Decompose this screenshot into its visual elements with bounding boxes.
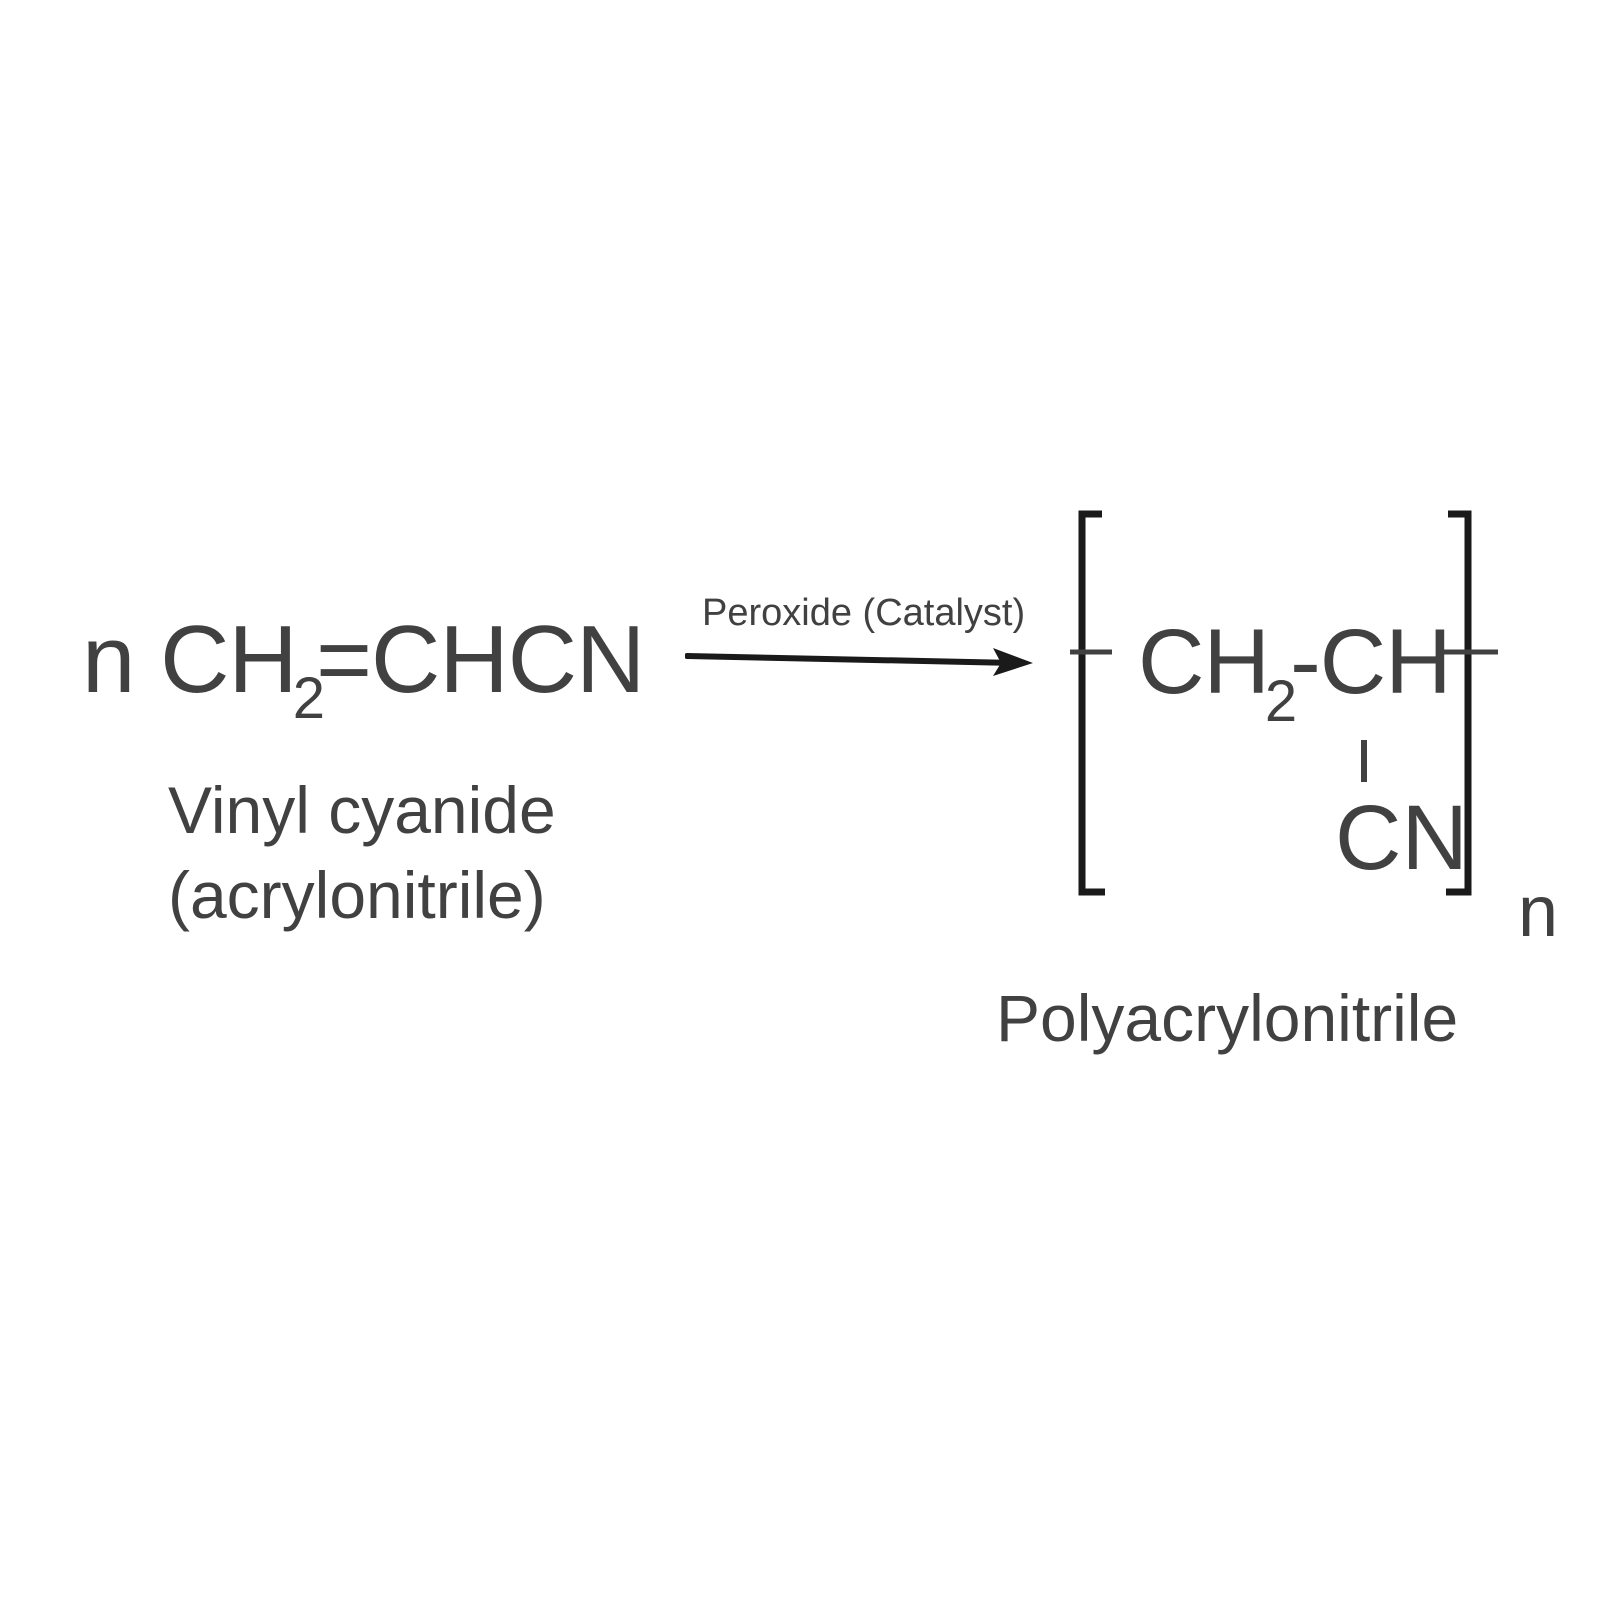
chain-bonds <box>1070 649 1498 655</box>
product-formula-subscript: 2 <box>1264 669 1297 734</box>
substituent-bond <box>1361 740 1367 782</box>
product-formula-part1: CH <box>1138 611 1270 713</box>
product-name: Polyacrylonitrile <box>996 981 1459 1055</box>
reactant-name: Vinyl cyanide (acrylonitrile) <box>168 768 556 938</box>
reactant-formula-part1: CH <box>160 606 298 713</box>
reaction-arrow <box>685 648 1033 676</box>
right-bracket <box>1446 510 1472 896</box>
repeat-unit-brackets <box>1078 510 1472 896</box>
reactant-name-line1: Vinyl cyanide <box>168 773 556 847</box>
repeat-subscript: n <box>1518 872 1559 952</box>
product-substituent: CN <box>1335 787 1468 889</box>
reaction-condition: Peroxide (Catalyst) <box>702 592 1026 634</box>
reactant-coefficient: n <box>82 606 135 713</box>
reactant-formula-subscript: 2 <box>292 666 325 731</box>
left-bracket <box>1078 510 1105 896</box>
reactant-formula-part2: =CHCN <box>315 606 645 713</box>
arrow-shaft <box>685 653 1018 666</box>
product-formula-part2: -CH <box>1290 611 1452 713</box>
arrow-head <box>993 648 1033 676</box>
product-formula: CH2-CH <box>1138 616 1452 731</box>
reactant-name-line2: (acrylonitrile) <box>168 858 546 932</box>
reactant-formula: n CH2=CHCN <box>82 612 645 728</box>
